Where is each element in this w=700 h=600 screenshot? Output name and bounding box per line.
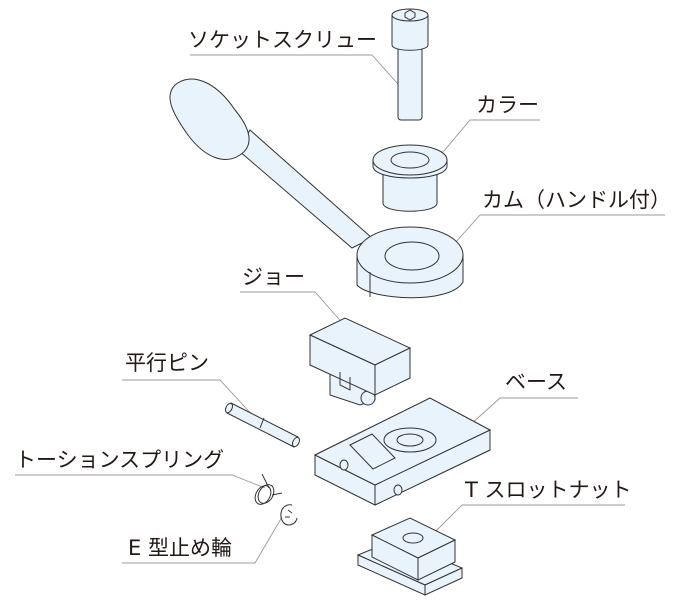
leader-lines — [15, 54, 665, 564]
label-base: ベース — [505, 370, 567, 394]
label-collar: カラー — [476, 93, 539, 117]
e-ring — [280, 504, 298, 526]
label-parallel-pin: 平行ピン — [125, 351, 209, 375]
collar — [372, 144, 448, 212]
label-jaw: ジョー — [242, 265, 305, 289]
t-slot-nut — [356, 517, 464, 596]
socket-screw — [391, 8, 429, 121]
label-t-slot-nut: T スロットナット — [465, 478, 632, 502]
torsion-spring — [254, 473, 283, 505]
label-torsion-spring: トーションスプリング — [15, 448, 225, 472]
label-cam: カム（ハンドル付） — [482, 188, 671, 212]
cam-with-handle — [169, 78, 464, 299]
jaw — [308, 317, 412, 406]
label-e-ring: E 型止め輪 — [128, 536, 232, 560]
base — [313, 397, 492, 506]
label-socket-screw: ソケットスクリュー — [188, 28, 377, 52]
parallel-pin — [224, 402, 301, 448]
